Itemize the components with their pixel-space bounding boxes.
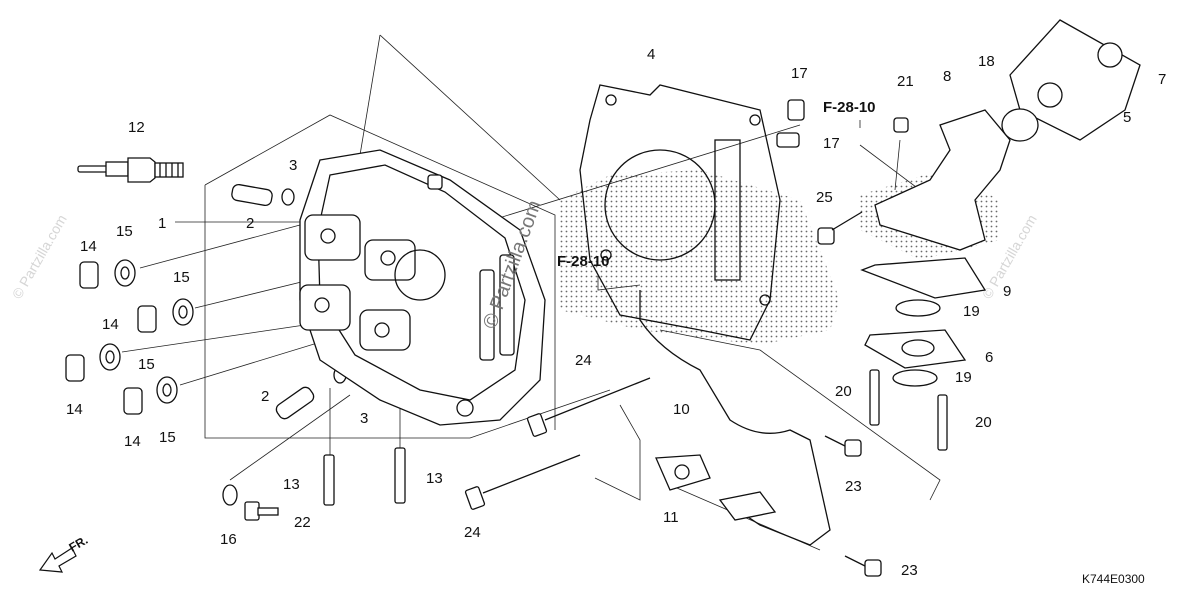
frame-top	[204, 114, 556, 430]
leader-15c	[121, 321, 326, 353]
callout-23a: 23	[845, 478, 862, 495]
callout-14d: 14	[124, 433, 141, 450]
leader-16	[229, 394, 351, 481]
callout-10: 10	[673, 401, 690, 418]
callout-14c: 14	[66, 401, 83, 418]
callout-5: 5	[1123, 109, 1131, 126]
front-arrow: FR.	[38, 533, 90, 573]
callout-13a: 13	[283, 476, 300, 493]
callout-15d: 15	[159, 429, 176, 446]
head-gasket	[579, 84, 781, 341]
dowels-17	[776, 99, 805, 148]
watermark-faint-1: © Partzilla.com	[9, 212, 70, 302]
diagram-code: K744E0300	[1082, 572, 1145, 586]
spark-plug	[77, 157, 184, 183]
callout-24b: 24	[464, 524, 481, 541]
cap-nuts-and-washers	[65, 259, 194, 415]
bolt-and-washer	[222, 484, 279, 521]
ref-code-top: F-28-10	[823, 99, 876, 116]
leader-21	[894, 139, 901, 191]
cylinder-head	[299, 149, 546, 426]
callout-7: 7	[1158, 71, 1166, 88]
ref-code-mid: F-28-10	[557, 253, 610, 270]
callout-17a: 17	[791, 65, 808, 82]
callout-15c: 15	[138, 356, 155, 373]
callout-3b: 3	[360, 410, 368, 427]
callout-15a: 15	[116, 223, 133, 240]
pipe-and-bracket	[639, 290, 831, 546]
callout-25: 25	[816, 189, 833, 206]
ref-mid-arrow	[597, 275, 641, 291]
callout-17b: 17	[823, 135, 840, 152]
callout-18: 18	[978, 53, 995, 70]
callout-6: 6	[985, 349, 993, 366]
callout-13b: 13	[426, 470, 443, 487]
callout-3a: 3	[289, 157, 297, 174]
reference-codes: F-28-10 F-28-10	[557, 99, 876, 291]
callout-24a: 24	[575, 352, 592, 369]
studs-20-bolts-23	[824, 369, 948, 577]
callout-4: 4	[647, 46, 655, 63]
front-arrow-icon	[38, 547, 77, 573]
callout-19b: 19	[955, 369, 972, 386]
dowel-pins-and-seals	[231, 183, 347, 420]
callout-14a: 14	[80, 238, 97, 255]
frame-diag-1	[379, 34, 561, 201]
long-bolts	[464, 377, 651, 510]
callout-1: 1	[158, 215, 166, 232]
callout-2a: 2	[246, 215, 254, 232]
callout-22: 22	[294, 514, 311, 531]
intake-assembly	[817, 19, 1141, 251]
frame-bolt	[594, 404, 641, 501]
callout-2b: 2	[261, 388, 269, 405]
callout-16: 16	[220, 531, 237, 548]
insulator-and-seals	[860, 257, 987, 387]
callout-11: 11	[663, 509, 679, 526]
studs-13	[323, 447, 406, 506]
frame-diag-2	[359, 34, 381, 156]
leader-10	[659, 329, 761, 351]
leader-15a	[139, 224, 301, 269]
callout-14b: 14	[102, 316, 119, 333]
callout-20a: 20	[835, 383, 852, 400]
callout-21: 21	[897, 73, 914, 90]
callout-15b: 15	[173, 269, 190, 286]
callout-12: 12	[128, 119, 145, 136]
frame-studs	[759, 349, 941, 501]
callout-23b: 23	[901, 562, 918, 579]
callout-labels: 1 2 2 3 3 4 5 6 7 8 9 10 11 12 13 13 14 …	[66, 46, 1166, 579]
callout-20b: 20	[975, 414, 992, 431]
leader-17	[459, 124, 801, 231]
callout-8: 8	[943, 68, 951, 85]
callout-19a: 19	[963, 303, 980, 320]
callout-9: 9	[1003, 283, 1011, 300]
